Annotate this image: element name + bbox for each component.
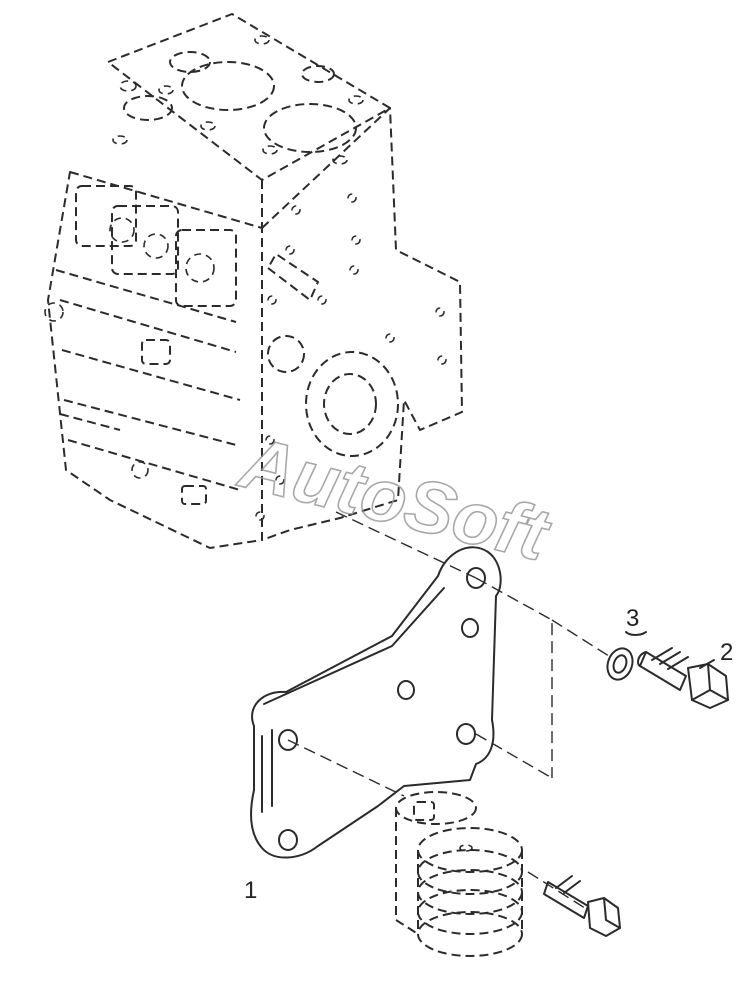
engine-block (44, 13, 463, 549)
mounting-bracket (250, 546, 502, 859)
callout-3-tick (625, 631, 647, 636)
washer (606, 647, 634, 681)
side-holes (255, 193, 447, 521)
watermark-text: AutoSoft (231, 420, 559, 577)
callout-part-2: 2 (720, 639, 733, 666)
deck-holes (112, 35, 364, 165)
callout-2-leader (699, 659, 715, 669)
lower-mount-component (395, 791, 523, 957)
bolt-lower (543, 875, 621, 937)
assembly-leader-lines (287, 511, 613, 911)
bolt-upper (637, 647, 729, 709)
callout-part-1: 1 (244, 877, 257, 904)
callout-part-3: 3 (626, 605, 639, 632)
